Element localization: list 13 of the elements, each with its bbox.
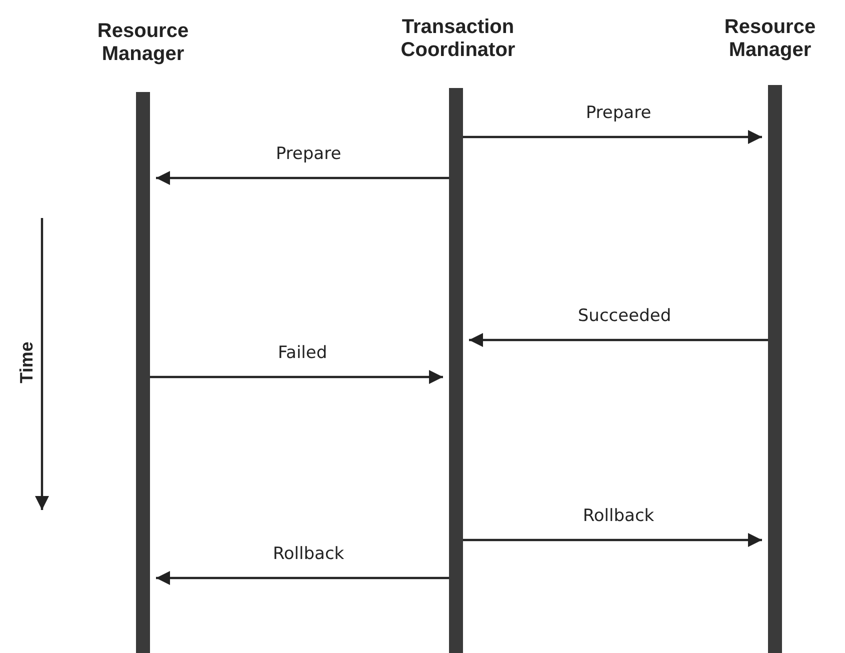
lifeline-bar xyxy=(136,92,150,653)
lifeline-bar xyxy=(768,85,782,653)
axis-label: Time xyxy=(16,342,38,384)
arrow xyxy=(150,370,443,384)
lifeline-heading: Transaction Coordinator xyxy=(400,16,516,62)
lifeline-heading: Resource Manager xyxy=(723,16,817,62)
lifeline-heading: Resource Manager xyxy=(96,20,190,66)
arrow xyxy=(469,333,768,347)
lifeline-bar xyxy=(449,88,463,653)
arrow xyxy=(463,130,762,144)
arrow xyxy=(463,533,762,547)
arrow xyxy=(156,171,449,185)
arrow xyxy=(156,571,449,585)
